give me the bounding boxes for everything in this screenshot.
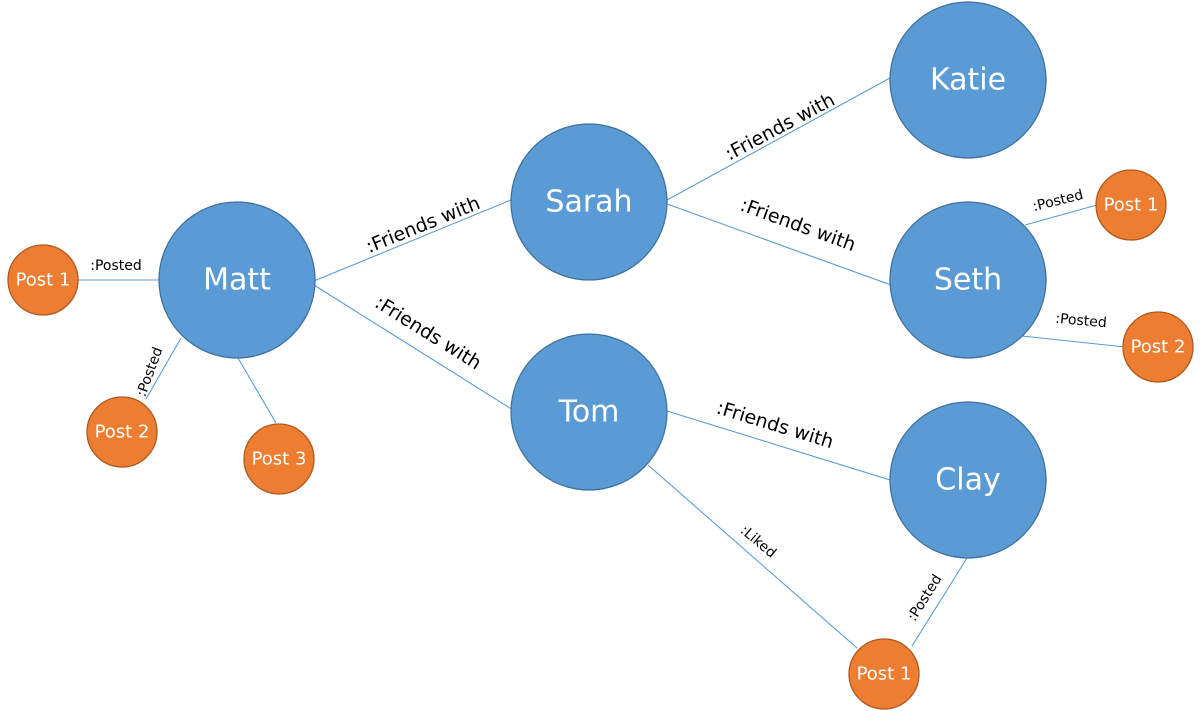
edge-label-matt-post1: :Posted — [90, 258, 142, 274]
edges — [78, 77, 1126, 649]
edge-label-tom-liked: :Liked — [737, 523, 779, 562]
edge-tom-clay — [666, 410, 891, 481]
edge-label-matt-tom: :Friends with — [371, 292, 485, 375]
node-matt-post2: Post 2 — [86, 396, 158, 468]
node-seth-post2-label: Post 2 — [1131, 337, 1186, 358]
node-tom-circle — [510, 333, 668, 491]
node-sarah: Sarah — [510, 123, 668, 281]
edge-label-matt-sarah: :Friends with — [363, 192, 484, 258]
node-clay: Clay — [889, 401, 1047, 559]
node-seth-post1-label: Post 1 — [1104, 195, 1159, 216]
node-matt-post3-label: Post 3 — [252, 449, 307, 470]
edge-matt-sarah — [313, 199, 512, 282]
edge-label-clay-posted: :Posted — [905, 572, 946, 624]
edge-matt-post2 — [145, 337, 182, 400]
post-nodes: Post 1 Post 2 Post 3 Post 1 Post 2 Post … — [7, 169, 1194, 710]
node-seth-post2-circle — [1122, 311, 1194, 383]
node-seth-post2: Post 2 — [1122, 311, 1194, 383]
edge-label-seth-post2: :Posted — [1055, 311, 1108, 331]
node-matt-post3: Post 3 — [243, 423, 315, 495]
node-sarah-label: Sarah — [545, 185, 632, 220]
node-seth-post1-circle — [1095, 169, 1167, 241]
edge-seth-post1 — [1024, 204, 1098, 226]
node-matt-post2-circle — [86, 396, 158, 468]
node-clay-post1: Post 1 — [848, 638, 920, 710]
node-matt-post1-label: Post 1 — [16, 270, 71, 291]
node-matt-post1: Post 1 — [7, 244, 79, 316]
edge-seth-post2 — [1021, 335, 1126, 348]
node-matt-label: Matt — [203, 263, 271, 298]
person-nodes: Matt Sarah Tom Katie Seth Clay — [158, 1, 1047, 559]
edge-sarah-katie — [666, 77, 891, 201]
node-matt: Matt — [158, 201, 316, 359]
edge-matt-post3 — [237, 357, 277, 424]
edge-tom-clay-post1 — [647, 464, 858, 649]
node-matt-circle — [158, 201, 316, 359]
node-matt-post3-circle — [243, 423, 315, 495]
node-matt-post1-circle — [7, 244, 79, 316]
node-clay-post1-circle — [848, 638, 920, 710]
edge-label-sarah-seth: :Friends with — [737, 194, 858, 256]
node-clay-label: Clay — [935, 463, 1000, 498]
node-matt-post2-label: Post 2 — [95, 422, 150, 443]
node-clay-post1-label: Post 1 — [857, 664, 912, 685]
node-katie-label: Katie — [930, 63, 1006, 98]
node-seth: Seth — [889, 201, 1047, 359]
node-seth-post1: Post 1 — [1095, 169, 1167, 241]
edge-label-sarah-katie: :Friends with — [721, 89, 838, 165]
edge-clay-post1 — [911, 557, 968, 647]
edge-matt-tom — [313, 284, 514, 411]
node-katie-circle — [889, 1, 1047, 159]
node-sarah-circle — [510, 123, 668, 281]
node-katie: Katie — [889, 1, 1047, 159]
node-seth-circle — [889, 201, 1047, 359]
node-tom-label: Tom — [558, 395, 620, 430]
edge-sarah-seth — [666, 203, 892, 286]
node-tom: Tom — [510, 333, 668, 491]
node-seth-label: Seth — [934, 263, 1002, 298]
node-clay-circle — [889, 401, 1047, 559]
